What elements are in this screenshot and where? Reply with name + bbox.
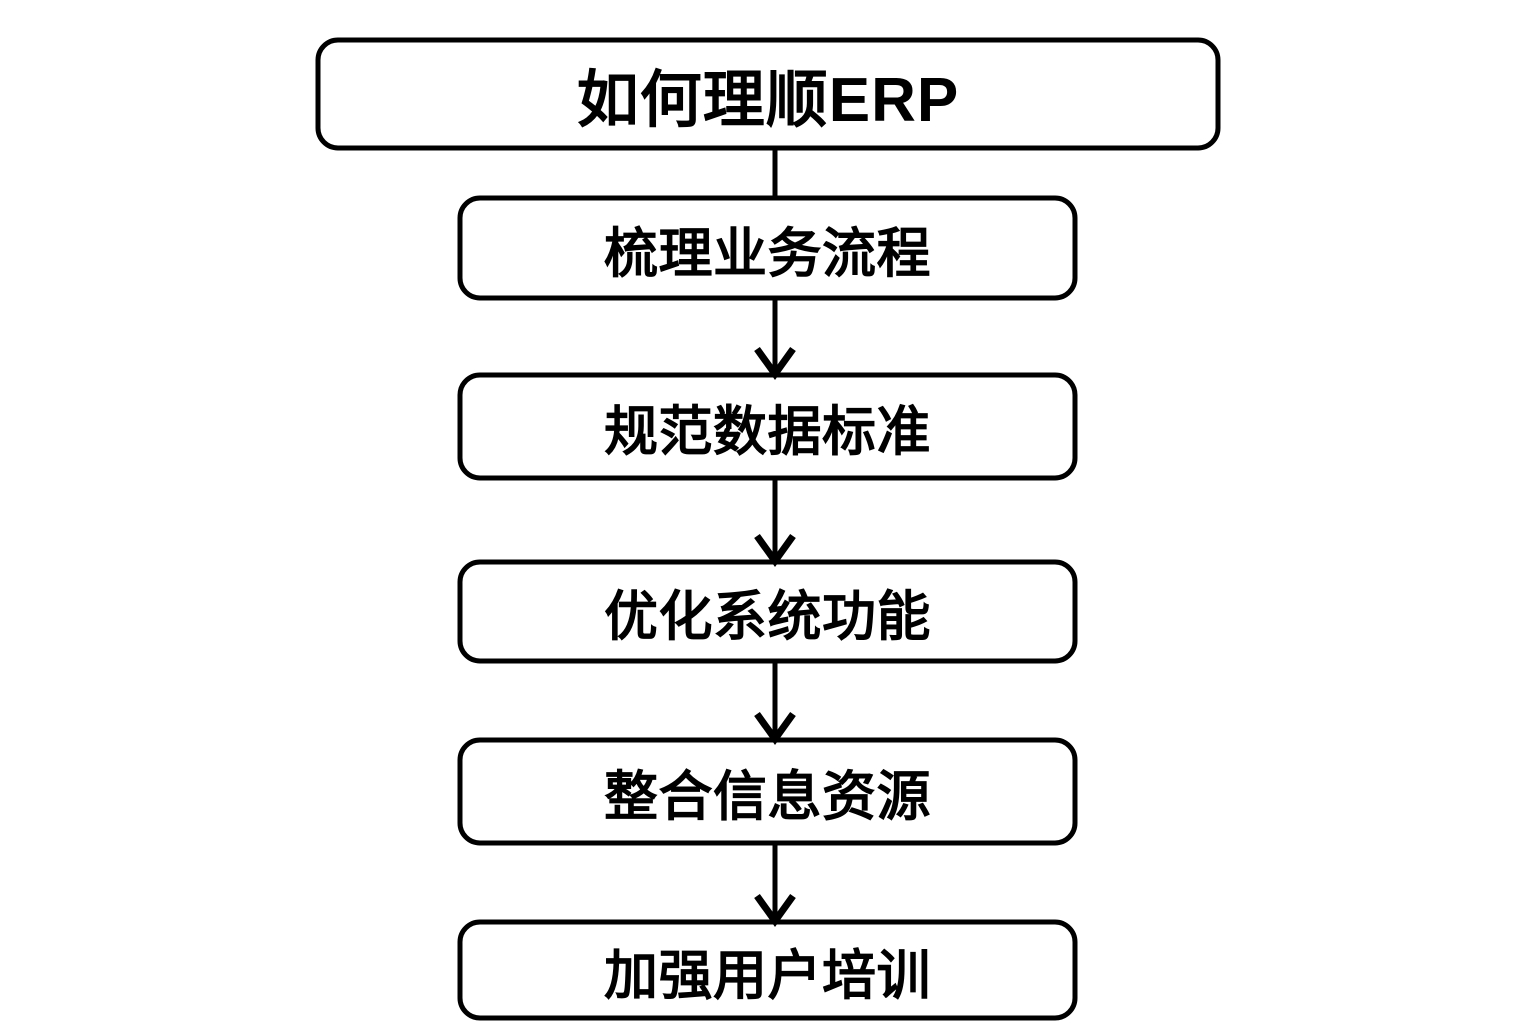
arrowhead-step-4-to-step-5 <box>754 893 796 927</box>
arrowhead-step-1-to-step-2 <box>754 346 796 380</box>
arrowhead-step-2-to-step-3 <box>754 533 796 567</box>
node-box-shape-5[interactable] <box>457 919 1078 1021</box>
title-box-shape[interactable] <box>315 37 1221 151</box>
node-box-shape-1[interactable] <box>457 195 1078 301</box>
node-box-shape-2[interactable] <box>457 372 1078 481</box>
arrowhead-step-3-to-step-4 <box>754 711 796 745</box>
node-label-step-5[interactable]: 加强用户培训 <box>604 945 931 1006</box>
node-box-shape-3[interactable] <box>457 559 1078 664</box>
node-box-shape-4[interactable] <box>457 737 1078 846</box>
flowchart-title[interactable]: 如何理顺ERP <box>576 66 960 135</box>
node-label-step-3[interactable]: 优化系统功能 <box>604 587 931 647</box>
node-label-step-2[interactable]: 规范数据标准 <box>604 402 931 462</box>
node-label-step-4[interactable]: 整合信息资源 <box>604 767 931 827</box>
node-label-step-1[interactable]: 梳理业务流程 <box>604 223 931 284</box>
